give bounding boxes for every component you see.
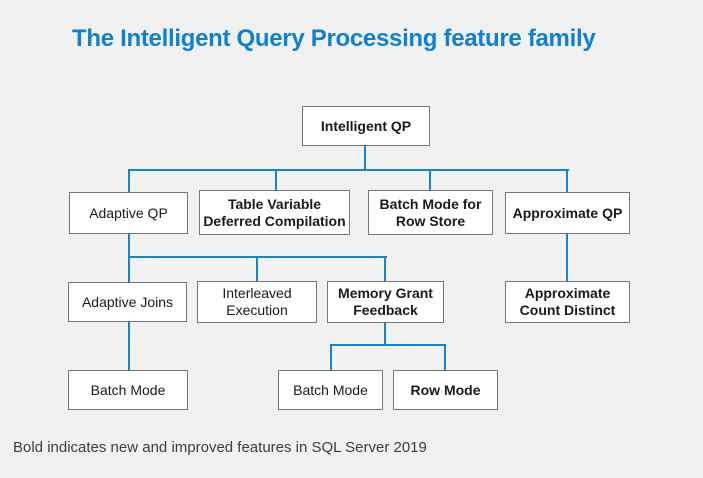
connector-drop-memory-grant [384, 258, 386, 281]
connector-drop-adaptive-qp [128, 171, 130, 192]
node-label-line1: Memory Grant [338, 285, 433, 301]
connector-adaptive-joins-down [128, 322, 130, 370]
connector-drop-row-mode [444, 346, 446, 370]
node-label: Adaptive QP [89, 204, 168, 221]
connector-root-drop [364, 146, 366, 171]
node-label: Intelligent QP [320, 117, 412, 134]
connector-drop-approximate-qp [566, 171, 568, 192]
node-label-line2: Deferred Compilation [203, 212, 346, 229]
connector-adaptive-qp-down [128, 234, 130, 258]
connector-level3-horizontal [128, 256, 387, 258]
connector-level4-horizontal [330, 344, 446, 346]
connector-level2-horizontal [128, 169, 569, 171]
node-approximate-qp: Approximate QP [505, 192, 630, 234]
connector-drop-interleaved [256, 258, 258, 281]
node-label: Batch Mode [293, 381, 368, 398]
node-label-line1: Table Variable [227, 195, 322, 212]
node-label-line1: Batch Mode for [379, 195, 482, 212]
node-row-mode: Row Mode [393, 370, 498, 410]
node-table-variable-deferred-compilation: Table Variable Deferred Compilation [199, 190, 350, 235]
node-label: Row Mode [410, 381, 481, 398]
node-intelligent-qp: Intelligent QP [302, 106, 430, 146]
node-label: Batch Mode [90, 381, 166, 398]
connector-approximate-qp-down [566, 234, 568, 281]
node-interleaved-execution: Interleaved Execution [197, 281, 317, 323]
node-label-line2: Feedback [353, 302, 418, 318]
node-label-line2: Count Distinct [519, 302, 616, 318]
node-batch-mode-under-adaptive-joins: Batch Mode [68, 370, 188, 410]
page-title: The Intelligent Query Processing feature… [72, 25, 596, 52]
node-approximate-count-distinct: Approximate Count Distinct [505, 281, 630, 323]
node-label-line1: Interleaved [222, 285, 292, 301]
node-adaptive-joins: Adaptive Joins [68, 282, 187, 322]
connector-memory-grant-down [384, 323, 386, 344]
connector-drop-batch-row-store [429, 171, 431, 190]
node-batch-mode-for-row-store: Batch Mode for Row Store [368, 190, 493, 235]
node-label: Adaptive Joins [81, 293, 174, 310]
node-batch-mode-under-memory-grant: Batch Mode [278, 370, 383, 410]
connector-drop-batch-mode-mgf [330, 346, 332, 370]
node-adaptive-qp: Adaptive QP [69, 192, 188, 234]
node-label: Approximate QP [512, 204, 623, 221]
node-memory-grant-feedback: Memory Grant Feedback [327, 281, 444, 323]
connector-drop-table-variable [275, 171, 277, 190]
node-label-line2: Execution [226, 302, 288, 318]
connector-drop-adaptive-joins [128, 258, 130, 282]
node-label-line2: Row Store [395, 212, 466, 229]
footnote: Bold indicates new and improved features… [13, 439, 427, 456]
node-label-line1: Approximate [524, 285, 611, 301]
